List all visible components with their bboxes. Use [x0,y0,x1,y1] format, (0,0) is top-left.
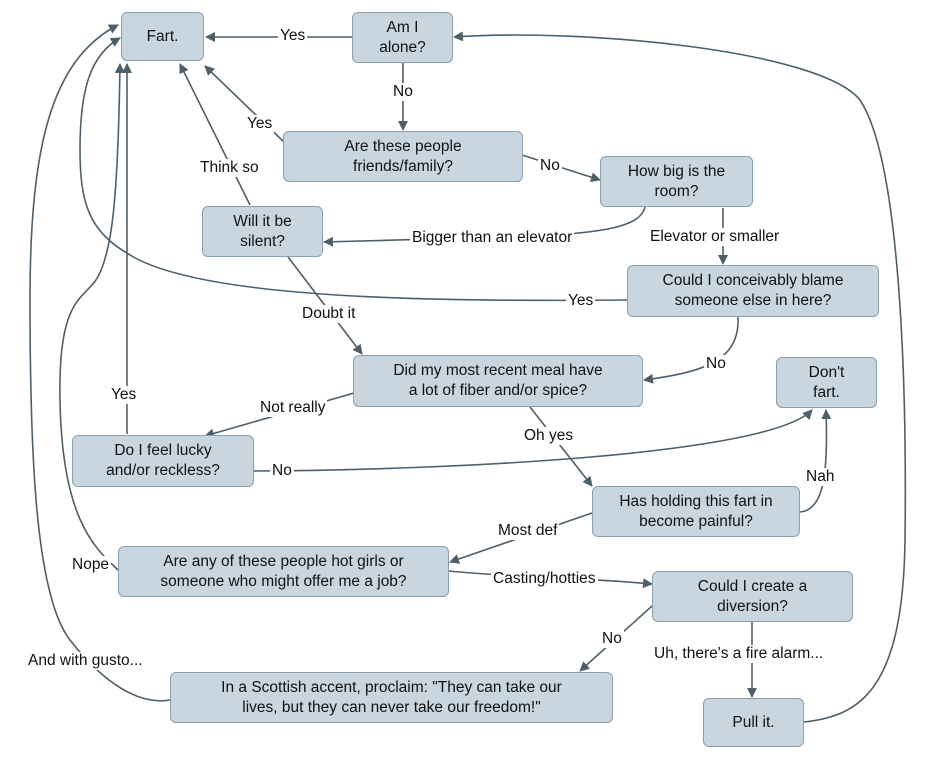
label-lucky-yes: Yes [109,386,139,404]
node-alone-line1: Am I [386,18,419,36]
label-hot-casting: Casting/hotties [491,570,598,588]
node-dont-line2: fart. [813,383,840,401]
label-friends-no: No [538,157,562,175]
node-painful-line2: become painful? [639,512,753,530]
label-painful-nah: Nah [804,468,837,486]
node-painful-line1: Has holding this fart in [619,492,773,510]
node-blame-line2: someone else in here? [674,292,832,309]
label-blame-no: No [704,355,728,373]
label-room-smaller: Elevator or smaller [648,228,782,246]
arrow-silent-think [179,63,251,206]
node-hot-line2: someone who might offer me a job? [160,572,407,590]
node-room-line1: How big is the [627,162,726,180]
node-silent-line1: Will it be [233,212,292,230]
node-silent: Will it be silent? [202,206,323,257]
node-scottish-line1: In a Scottish accent, proclaim: "They ca… [221,678,562,696]
arrow-lucky-no [253,409,813,472]
arrow-blame-yes [79,37,628,302]
node-pull-text: Pull it. [732,713,775,731]
node-lucky: Do I feel lucky and/or reckless? [72,435,254,487]
arrow-pull-loop [453,31,907,723]
node-dont: Don't fart. [776,357,877,408]
label-blame-yes: Yes [566,292,596,310]
node-blame-line1: Could I conceivably blame [662,272,844,289]
label-meal-notreally: Not really [258,399,328,417]
label-div-no: No [600,630,624,648]
node-lucky-line1: Do I feel lucky [114,442,212,459]
node-fart: Fart. [121,12,204,61]
label-silent-think: Think so [198,159,261,177]
label-meal-ohyes: Oh yes [522,427,576,445]
node-fart-text: Fart. [146,27,179,45]
node-room: How big is the room? [600,156,753,207]
node-dont-line1: Don't [808,363,845,381]
label-friends-yes: Yes [245,115,275,133]
label-scottish-gusto: And with gusto... [26,652,145,670]
node-alone: Am I alone? [352,12,453,63]
node-alone-line2: alone? [379,38,426,56]
arrow-scottish-gusto [29,24,171,702]
label-lucky-no: No [270,462,294,480]
arrow-painful-nah [799,409,832,513]
node-diversion-line2: diversion? [717,597,788,615]
node-hot-line1: Are any of these people hot girls or [163,552,404,570]
label-div-fire: Uh, there's a fire alarm... [652,645,826,663]
label-painful-mostdef: Most def [496,522,560,540]
arrow-meal-ohyes [529,406,593,487]
node-diversion: Could I create a diversion? [652,571,853,622]
node-pull: Pull it. [703,698,804,747]
node-meal: Did my most recent meal have a lot of fib… [353,355,643,407]
node-meal-line1: Did my most recent meal have [393,362,603,379]
node-painful: Has holding this fart in become painful? [592,486,800,537]
node-lucky-line2: and/or reckless? [106,462,220,479]
node-friends: Are these people friends/family? [283,131,523,182]
node-blame: Could I conceivably blame someone else in… [627,265,879,317]
node-friends-line2: friends/family? [353,157,453,175]
node-meal-line2: a lot of fiber and/or spice? [408,382,588,399]
label-hot-nope: Nope [70,556,112,574]
node-room-line2: room? [654,182,699,200]
node-scottish-line2: lives, but they can never take our freed… [242,698,541,716]
node-scottish: In a Scottish accent, proclaim: "They ca… [170,672,613,723]
label-room-bigger: Bigger than an elevator [410,229,575,247]
node-friends-line1: Are these people [344,137,462,155]
label-silent-doubt: Doubt it [300,305,358,323]
label-alone-no: No [391,83,415,101]
node-diversion-line1: Could I create a [697,577,808,595]
node-silent-line2: silent? [240,232,285,250]
arrow-hot-nope [59,63,125,571]
label-alone-yes: Yes [278,27,308,45]
node-hot: Are any of these people hot girls or some… [118,546,449,597]
